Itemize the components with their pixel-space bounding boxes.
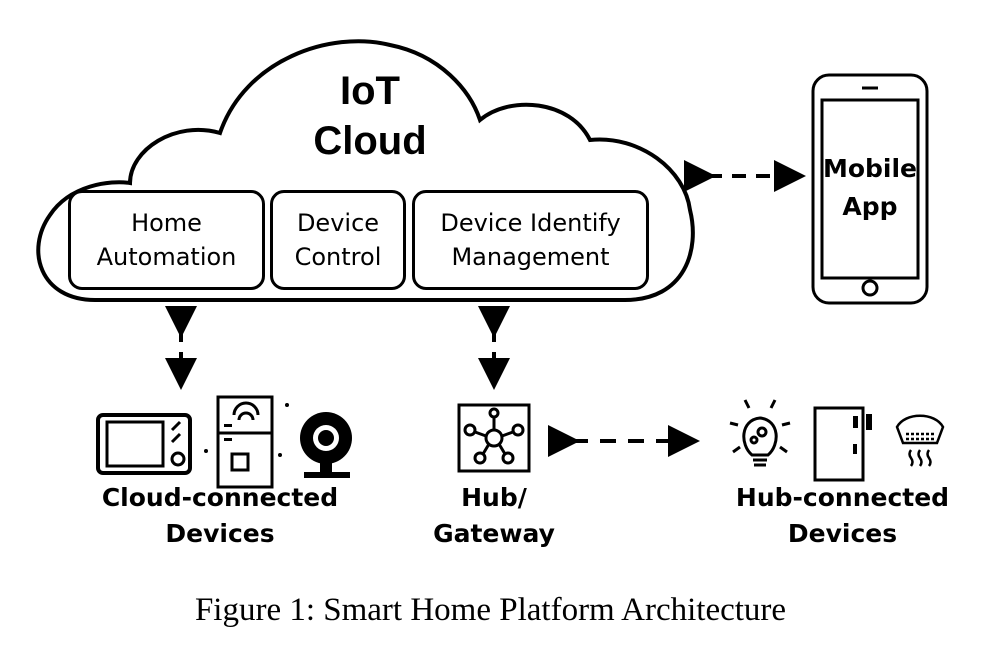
module-label-line2: Control [294,243,382,271]
cloud-devices-line2: Devices [165,519,275,548]
hub-line2: Gateway [433,519,555,548]
mobile-app-label: Mobile App [818,150,922,226]
module-label-line1: Device [296,209,380,237]
smoke-detector-icon [895,414,945,467]
mobile-app-line1: Mobile [822,154,918,183]
hub-devices-label: Hub-connected Devices [720,480,965,552]
hub-line1: Hub/ [461,483,527,512]
cloud-title-line2: Cloud [313,119,427,163]
webcam-icon [300,412,352,478]
fridge-icon [216,395,274,489]
figure-caption: Figure 1: Smart Home Platform Architectu… [194,592,787,628]
hub-devices-line2: Devices [787,519,898,548]
cloud-devices-label: Cloud-connected Devices [90,480,350,552]
module-label-line2: Management [451,243,610,271]
microwave-icon [96,413,192,475]
module-label-line1: Device Identify [440,209,621,237]
door-sensor-icon [813,406,872,482]
phone-icon [811,73,929,305]
module-label-line2: Automation [96,243,237,271]
hub-devices-line1: Hub-connected [735,483,950,512]
hub-label: Hub/ Gateway [424,480,564,552]
cloud-title-line1: IoT [340,69,400,113]
module-label-line1: Home [131,209,202,237]
mobile-app-line2: App [842,192,898,221]
cloud-devices-line1: Cloud-connected [101,483,339,512]
cloud-title: IoT Cloud [300,66,440,166]
hub-network-icon [457,403,531,473]
smart-bulb-icon [729,399,791,467]
